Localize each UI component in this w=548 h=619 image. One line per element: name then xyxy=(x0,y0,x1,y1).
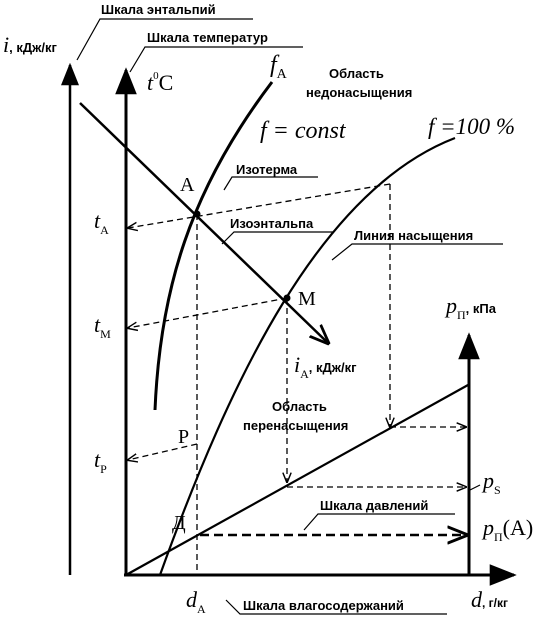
unsaturated-region-label-1: Область xyxy=(329,66,384,81)
point-P-label: Р xyxy=(178,426,189,448)
isotherm-label: Изотерма xyxy=(236,162,298,177)
ps-label: pS xyxy=(481,468,501,497)
temperature-scale-leader xyxy=(129,46,303,73)
supersaturated-region-label-2: перенасыщения xyxy=(243,418,348,433)
f-const-curve xyxy=(153,81,274,411)
saturation-leader xyxy=(331,243,503,261)
isenthalp-label: Изоэнтальпа xyxy=(230,216,314,231)
d-axis-label: d, г/кг xyxy=(471,587,508,612)
tA-label: tA xyxy=(94,208,109,237)
isenthalp-leader xyxy=(221,231,333,245)
pressure-scale-label: Шкала давлений xyxy=(320,498,428,513)
point-A-marker xyxy=(193,210,201,218)
ps-leader xyxy=(469,484,481,491)
unsaturated-region-label-2: недонасыщения xyxy=(306,85,412,100)
point-M-label: М xyxy=(298,288,316,310)
f-100-label: f =100 % xyxy=(428,114,515,139)
fA-label: fA xyxy=(270,52,288,82)
saturation-curve xyxy=(158,136,456,576)
dA-label: dA xyxy=(186,587,206,616)
tM-dashed-line xyxy=(128,297,288,328)
moisture-scale-label: Шкала влагосодержаний xyxy=(243,598,404,613)
tP-label: tP xyxy=(94,447,107,476)
pressure-line xyxy=(125,384,469,576)
ppA-label: pП(А) xyxy=(481,515,533,544)
enthalpy-scale-leader xyxy=(76,18,253,61)
isotherm-leader xyxy=(223,176,318,191)
enthalpy-scale-label: Шкала энтальпий xyxy=(101,2,216,17)
pressure-scale-leader xyxy=(303,513,455,531)
isotherm-line xyxy=(128,183,391,228)
point-D-label: Д xyxy=(172,512,186,534)
supersaturated-region-label-1: Область xyxy=(272,399,327,414)
point-M-marker xyxy=(283,294,291,302)
iA-label: iA, кДж/кг xyxy=(294,352,357,381)
i-axis-label: i, кДж/кг xyxy=(3,32,57,57)
saturation-line-label: Линия насыщения xyxy=(354,228,473,243)
tM-label: tM xyxy=(94,312,111,341)
point-A-label: А xyxy=(180,174,195,196)
f-const-label: f = const xyxy=(260,118,347,144)
temperature-scale-label: Шкала температур xyxy=(147,30,268,45)
moisture-scale-leader xyxy=(225,599,447,615)
pp-axis-label: pП, кПа xyxy=(444,293,497,322)
t-axis-label: t0C xyxy=(147,70,173,95)
tP-dashed-line xyxy=(128,443,198,460)
